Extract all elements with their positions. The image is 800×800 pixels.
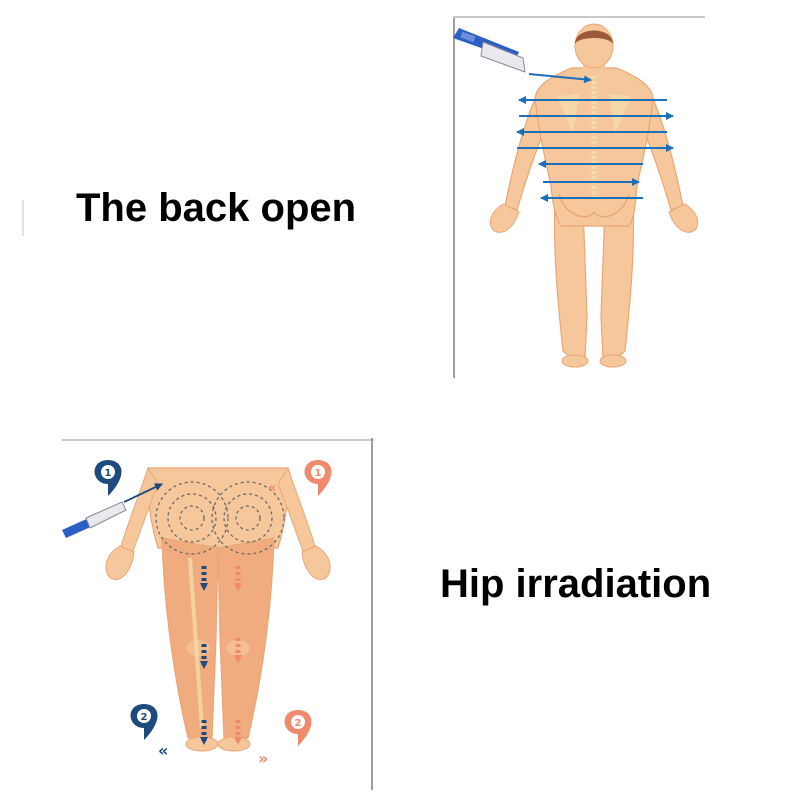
back-figure-svg: [453, 16, 705, 378]
map-pin-icon: 2: [130, 704, 158, 740]
neck-arrow: [528, 73, 592, 84]
human-hip-figure: [105, 466, 331, 752]
laser-pen-icon: [62, 501, 127, 538]
laser-pen-icon: [453, 28, 526, 73]
step-label-left-top: 1: [105, 468, 112, 479]
chevron-left-icon: «: [158, 741, 168, 760]
chevron-left-small-icon: «: [268, 481, 276, 496]
back-sweep-arrows: [516, 96, 674, 202]
step-label-left-bottom: 2: [141, 712, 148, 723]
back-treatment-diagram: [453, 16, 713, 378]
map-pin-icon: 2: [284, 710, 312, 746]
left-edge-artifact: [22, 200, 24, 236]
chevron-right-icon: »: [258, 749, 268, 768]
map-pin-icon: 1: [94, 460, 122, 496]
step-label-right-bottom: 2: [295, 718, 302, 729]
pen-entry-arrow: [123, 483, 163, 503]
caption-back-open: The back open: [76, 186, 357, 230]
hip-treatment-diagram: « » « 1 1 2 2: [62, 438, 374, 790]
map-pin-icon: 1: [304, 460, 332, 496]
caption-hip-irradiation: Hip irradiation: [440, 562, 712, 606]
hip-spirals: [155, 481, 285, 555]
human-back-figure: [489, 23, 699, 368]
hip-figure-svg: « » « 1 1 2 2: [62, 438, 374, 790]
step-label-right-top: 1: [315, 468, 322, 479]
